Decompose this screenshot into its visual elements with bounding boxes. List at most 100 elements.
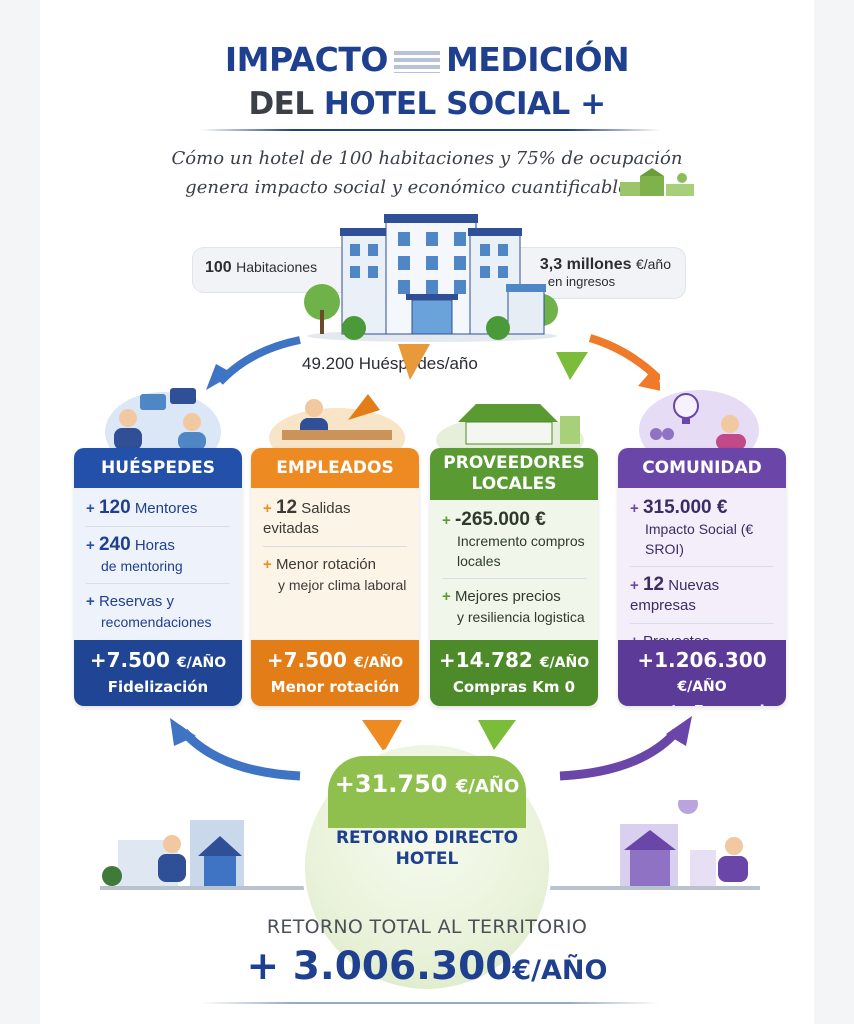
card-title: EMPLEADOS xyxy=(251,448,419,488)
plus-icon: + xyxy=(86,537,95,554)
rooms-label: Habitaciones xyxy=(236,259,318,275)
card-item: + 12 Nuevas empresas xyxy=(630,575,774,624)
direct-value: +31.750 xyxy=(334,770,448,798)
market-illustration-icon xyxy=(436,404,584,450)
title-plus: + xyxy=(580,86,606,122)
total-underline xyxy=(200,1002,660,1004)
impact-card: COMUNIDAD + 315.000 € Impacto Social (€ S… xyxy=(618,448,786,706)
item-number: 315.000 € xyxy=(642,497,728,518)
card-label: Compras Km 0 xyxy=(452,678,576,696)
item-number: 12 xyxy=(275,497,298,518)
card-unit: €/AÑO xyxy=(353,655,404,671)
card-title: HUÉSPEDES xyxy=(74,448,242,488)
item-number: 12 xyxy=(642,574,665,595)
total-return-value: + 3.006.300€/AÑO xyxy=(40,944,814,989)
card-label: Menor rotación xyxy=(270,678,400,696)
item-text: Reservas y xyxy=(98,593,174,610)
card-unit: €/AÑO xyxy=(677,679,727,695)
card-item: + 240 Horas de mentoring xyxy=(86,535,230,584)
title-medicion: MEDICIÓN xyxy=(445,40,630,79)
card-footer: +14.782 €/AÑO Compras Km 0 xyxy=(430,640,598,706)
title-hotel-social: HOTEL SOCIAL xyxy=(323,86,570,122)
card-title: PROVEEDORES LOCALES xyxy=(430,448,598,500)
flag-icon xyxy=(393,51,440,73)
item-subtext: recomendaciones xyxy=(101,614,212,630)
total-unit: €/AÑO xyxy=(512,955,608,986)
plus-icon: + xyxy=(86,593,95,610)
item-text: Mentores xyxy=(134,500,198,517)
guests-illustration-icon xyxy=(105,388,221,450)
item-subtext: Impacto Social (€ SROI) xyxy=(645,521,754,557)
card-footer: +7.500 €/AÑO Fidelización xyxy=(74,640,242,706)
card-title: COMUNIDAD xyxy=(618,448,786,488)
item-text: Mejores precios xyxy=(454,588,561,605)
card-body: + -265.000 € Incremento compros locales+… xyxy=(430,500,598,634)
card-value-row: +7.500 €/AÑO xyxy=(74,648,242,672)
direct-return-value: +31.750 €/AÑO xyxy=(302,770,552,798)
total-value: + 3.006.300 xyxy=(246,944,513,989)
plus-icon: + xyxy=(263,556,272,573)
arrows-bottom xyxy=(170,716,692,781)
item-number: 240 xyxy=(98,534,131,555)
plus-icon: + xyxy=(442,512,451,529)
revenue-unit: €/año xyxy=(635,256,671,272)
title-line-2: DEL HOTEL SOCIAL + xyxy=(40,86,814,122)
card-label: Impacto Economico xyxy=(618,702,786,706)
card-item: + 315.000 € Impacto Social (€ SROI) xyxy=(630,498,774,567)
impact-card: PROVEEDORES LOCALES + -265.000 € Incremen… xyxy=(430,448,598,706)
title-underline xyxy=(200,129,660,131)
guests-count: 49.200 Huéspedes/año xyxy=(302,354,478,373)
plus-icon: + xyxy=(630,577,639,594)
card-footer: +1.206.300 €/AÑO Impacto Economico xyxy=(618,640,786,706)
card-value: +1.206.300 xyxy=(637,648,767,672)
card-item: + Reservas y recomendaciones xyxy=(86,592,230,639)
card-body: + 120 Mentores + 240 Horas de mentoring + R… xyxy=(74,488,242,639)
plus-icon: + xyxy=(86,500,95,517)
direct-return-band xyxy=(328,756,526,828)
subtitle-line-1: Cómo un hotel de 100 habitaciones y 75% … xyxy=(171,148,683,169)
card-item: + Mejores precios y resiliencia logistica xyxy=(442,587,586,634)
item-number: 120 xyxy=(98,497,131,518)
card-item: + -265.000 € Incremento compros locales xyxy=(442,510,586,579)
card-value-row: +14.782 €/AÑO xyxy=(430,648,598,672)
item-subtext: y mejor clima laboral xyxy=(278,577,407,593)
card-item: + 12 Salidas evitadas xyxy=(263,498,407,547)
card-label: Fidelización xyxy=(107,678,209,696)
total-return-label: RETORNO TOTAL AL TERRITORIO xyxy=(266,916,588,938)
item-text: Menor rotación xyxy=(275,556,376,573)
title-line-1: IMPACTO MEDICIÓN xyxy=(40,40,814,79)
card-value: +7.500 xyxy=(89,648,170,672)
card-unit: €/AÑO xyxy=(539,655,590,671)
card-item: + Menor rotación y mejor clima laboral xyxy=(263,555,407,602)
item-text: Nuevas empresas xyxy=(630,577,720,614)
plus-icon: + xyxy=(442,588,451,605)
infographic-page: IMPACTO MEDICIÓN DEL HOTEL SOCIAL + Cómo … xyxy=(40,0,814,1024)
item-subtext: de mentoring xyxy=(101,558,183,574)
subtitle: Cómo un hotel de 100 habitaciones y 75% … xyxy=(40,144,814,202)
direct-label-1: RETORNO DIRECTO xyxy=(335,828,519,848)
item-text: Salidas evitadas xyxy=(263,500,351,537)
item-subtext: Incremento compros locales xyxy=(457,533,585,569)
impact-card: HUÉSPEDES + 120 Mentores + 240 Horas de men… xyxy=(74,448,242,706)
card-value-row: +1.206.300 €/AÑO xyxy=(618,648,786,696)
revenue-label: en ingresos xyxy=(547,274,616,289)
rooms-value: 100 xyxy=(205,259,232,276)
title-impacto: IMPACTO xyxy=(224,40,389,79)
direct-label-2: HOTEL xyxy=(395,849,459,869)
item-number: -265.000 € xyxy=(454,509,546,530)
card-value: +14.782 xyxy=(438,648,533,672)
arrows-top xyxy=(206,334,660,391)
direct-return-label: RETORNO DIRECTO HOTEL xyxy=(302,828,552,870)
revenue-value: 3,3 millones xyxy=(539,256,632,273)
item-subtext: y resiliencia logistica xyxy=(457,609,585,625)
hotel-building-icon xyxy=(304,214,558,342)
community-illustration-icon xyxy=(639,390,759,450)
village-icon xyxy=(620,168,694,196)
impact-card: EMPLEADOS+ 12 Salidas evitadas+ Menor ro… xyxy=(251,448,419,706)
employees-illustration-icon xyxy=(269,394,405,450)
card-unit: €/AÑO xyxy=(176,655,227,671)
item-text: Horas xyxy=(134,537,175,554)
plus-icon: + xyxy=(263,500,272,517)
subtitle-line-2: genera impacto social y económico cuanti… xyxy=(185,177,629,198)
